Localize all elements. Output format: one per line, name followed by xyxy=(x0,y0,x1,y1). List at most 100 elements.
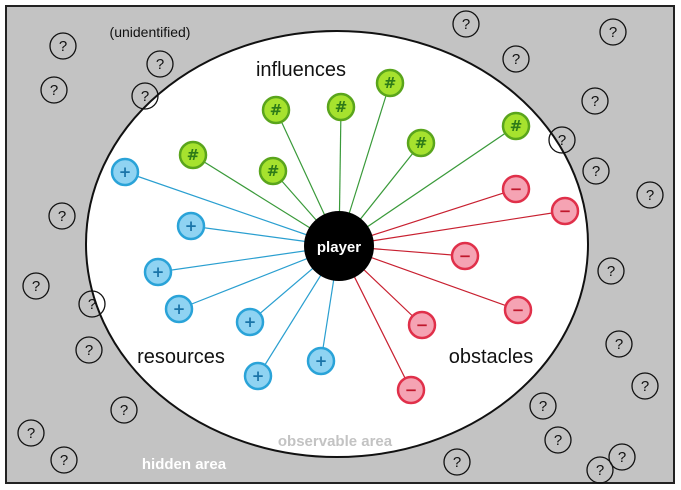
unknown-node: ? xyxy=(146,50,174,78)
unknown-symbol: ? xyxy=(60,452,68,469)
unknown-symbol: ? xyxy=(609,24,617,41)
resource-node: + xyxy=(164,294,194,324)
unknown-symbol: ? xyxy=(539,398,547,415)
influence-node: # xyxy=(258,156,288,186)
obstacle-symbol: − xyxy=(510,180,523,198)
obstacle-node: − xyxy=(503,295,533,325)
unknown-node: ? xyxy=(608,443,636,471)
obstacle-link xyxy=(338,210,566,247)
resource-node: + xyxy=(176,211,206,241)
influence-symbol: # xyxy=(270,101,283,119)
resource-node: + xyxy=(306,346,336,376)
unknown-node: ? xyxy=(529,392,557,420)
unknown-symbol: ? xyxy=(618,449,626,466)
unknown-node: ? xyxy=(131,82,159,110)
obstacle-node: − xyxy=(501,174,531,204)
obstacle-node: − xyxy=(407,310,437,340)
unknown-node: ? xyxy=(597,257,625,285)
influence-node: # xyxy=(261,95,291,125)
unknown-symbol: ? xyxy=(32,278,40,295)
unknown-node: ? xyxy=(586,456,614,484)
unknown-node: ? xyxy=(631,372,659,400)
unknown-symbol: ? xyxy=(58,208,66,225)
obstacle-symbol: − xyxy=(559,202,572,220)
nodes: # # # # # # # + + + + + + + − − − − − − xyxy=(110,68,580,405)
influence-node: # xyxy=(375,68,405,98)
unidentified-label: (unidentified) xyxy=(110,24,191,40)
unknown-node: ? xyxy=(78,290,106,318)
obstacles-label: obstacles xyxy=(449,346,534,368)
obstacle-node: − xyxy=(550,196,580,226)
unknown-node: ? xyxy=(48,202,76,230)
observable-area-label: observable area xyxy=(278,433,393,450)
unknown-symbol: ? xyxy=(27,425,35,442)
unknown-symbol: ? xyxy=(554,432,562,449)
resource-symbol: + xyxy=(152,263,165,281)
resource-symbol: + xyxy=(244,313,257,331)
unknown-node: ? xyxy=(636,181,664,209)
influence-node: # xyxy=(406,128,436,158)
unknown-node: ? xyxy=(582,157,610,185)
unknown-node: ? xyxy=(40,76,68,104)
player-label: player xyxy=(317,239,361,256)
resource-node: + xyxy=(110,157,140,187)
obstacle-node: − xyxy=(450,241,480,271)
obstacle-symbol: − xyxy=(512,301,525,319)
obstacle-symbol: − xyxy=(459,247,472,265)
influence-node: # xyxy=(501,111,531,141)
influence-symbol: # xyxy=(510,117,523,135)
unknown-symbol: ? xyxy=(641,378,649,395)
influence-link xyxy=(338,125,517,247)
resource-symbol: + xyxy=(252,367,265,385)
resource-link xyxy=(124,171,340,247)
influence-symbol: # xyxy=(384,74,397,92)
obstacle-node: − xyxy=(396,375,426,405)
influence-symbol: # xyxy=(335,98,348,116)
unknown-symbol: ? xyxy=(596,462,604,479)
unknown-symbol: ? xyxy=(607,263,615,280)
unknown-symbol: ? xyxy=(462,16,470,33)
unknown-node: ? xyxy=(502,45,530,73)
player-node: player xyxy=(304,211,374,281)
influence-symbol: # xyxy=(415,134,428,152)
unknown-node: ? xyxy=(605,330,633,358)
unknown-node: ? xyxy=(75,336,103,364)
unknown-symbol: ? xyxy=(615,336,623,353)
unknown-symbol: ? xyxy=(646,187,654,204)
resources-label: resources xyxy=(137,346,225,368)
unknown-symbol: ? xyxy=(120,402,128,419)
unknown-symbol: ? xyxy=(141,88,149,105)
unknown-symbol: ? xyxy=(453,454,461,471)
influence-symbol: # xyxy=(267,162,280,180)
unknown-node: ? xyxy=(50,446,78,474)
unknown-node: ? xyxy=(544,426,572,454)
unknown-node: ? xyxy=(22,272,50,300)
unknown-symbol: ? xyxy=(85,342,93,359)
influence-symbol: # xyxy=(187,146,200,164)
hidden-area-label: hidden area xyxy=(142,456,227,473)
influence-node: # xyxy=(326,92,356,122)
unknown-node: ? xyxy=(548,126,576,154)
resource-symbol: + xyxy=(185,217,198,235)
unknown-node: ? xyxy=(443,448,471,476)
resource-node: + xyxy=(235,307,265,337)
resource-symbol: + xyxy=(173,300,186,318)
unknown-symbol: ? xyxy=(512,51,520,68)
unknown-symbol: ? xyxy=(88,296,96,313)
obstacle-symbol: − xyxy=(405,381,418,399)
unknown-symbol: ? xyxy=(591,93,599,110)
influences-label: influences xyxy=(256,59,346,81)
influence-node: # xyxy=(178,140,208,170)
unknown-nodes: ?????????????????????????? xyxy=(17,10,664,484)
unknown-node: ? xyxy=(49,32,77,60)
unknown-node: ? xyxy=(452,10,480,38)
resource-node: + xyxy=(143,257,173,287)
unknown-symbol: ? xyxy=(592,163,600,180)
unknown-symbol: ? xyxy=(50,82,58,99)
obstacle-symbol: − xyxy=(416,316,429,334)
unknown-node: ? xyxy=(17,419,45,447)
resource-symbol: + xyxy=(315,352,328,370)
unknown-node: ? xyxy=(599,18,627,46)
